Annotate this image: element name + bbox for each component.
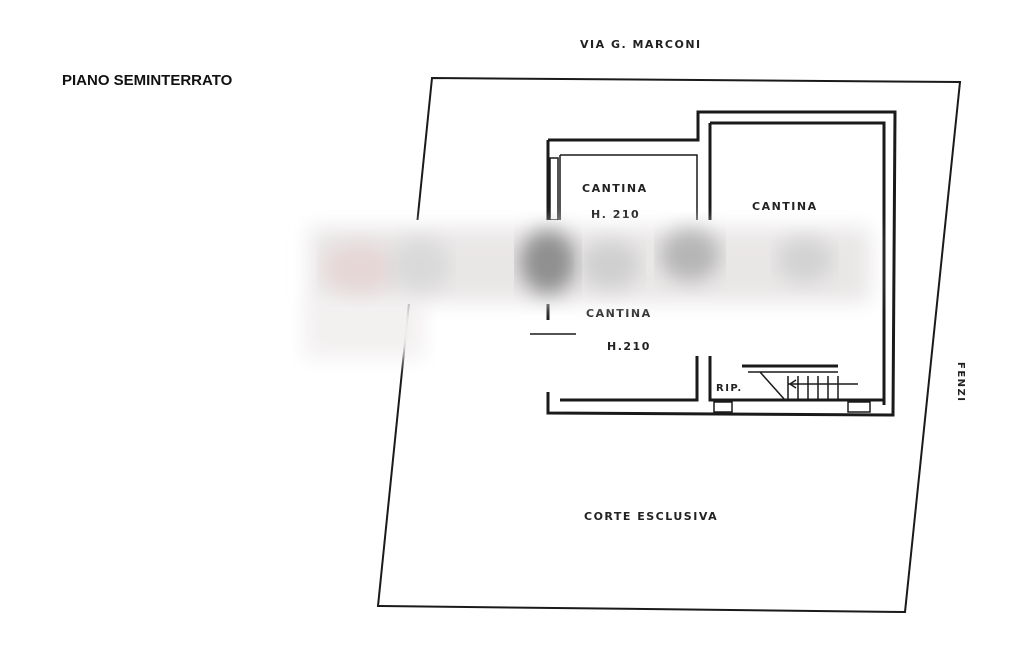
stair: [742, 364, 858, 401]
room-label-rip: RIP.: [716, 383, 743, 394]
lot-boundary: [376, 76, 962, 614]
door-right: [847, 401, 871, 413]
room-height-left: H. 210: [591, 208, 640, 221]
building-outline: [546, 110, 897, 417]
room-label-cantina-right: CANTINA: [752, 200, 818, 213]
west-window: [549, 157, 559, 221]
court-label: CORTE ESCLUSIVA: [584, 510, 718, 523]
inner-wall-left-room: [559, 154, 698, 228]
street-label-right: FENZI: [955, 362, 966, 403]
room-label-cantina-left: CANTINA: [582, 182, 648, 195]
door-left: [713, 401, 733, 413]
room-label-cantina-center: CANTINA: [586, 307, 652, 320]
inner-wall-right-room: [708, 121, 886, 405]
street-label-top: VIA G. MARCONI: [580, 38, 702, 51]
redaction-blur: [304, 220, 876, 358]
plan-title: PIANO SEMINTERRATO: [62, 72, 233, 89]
inner-wall-bottom: [560, 356, 884, 402]
room-height-center: H.210: [607, 340, 651, 353]
